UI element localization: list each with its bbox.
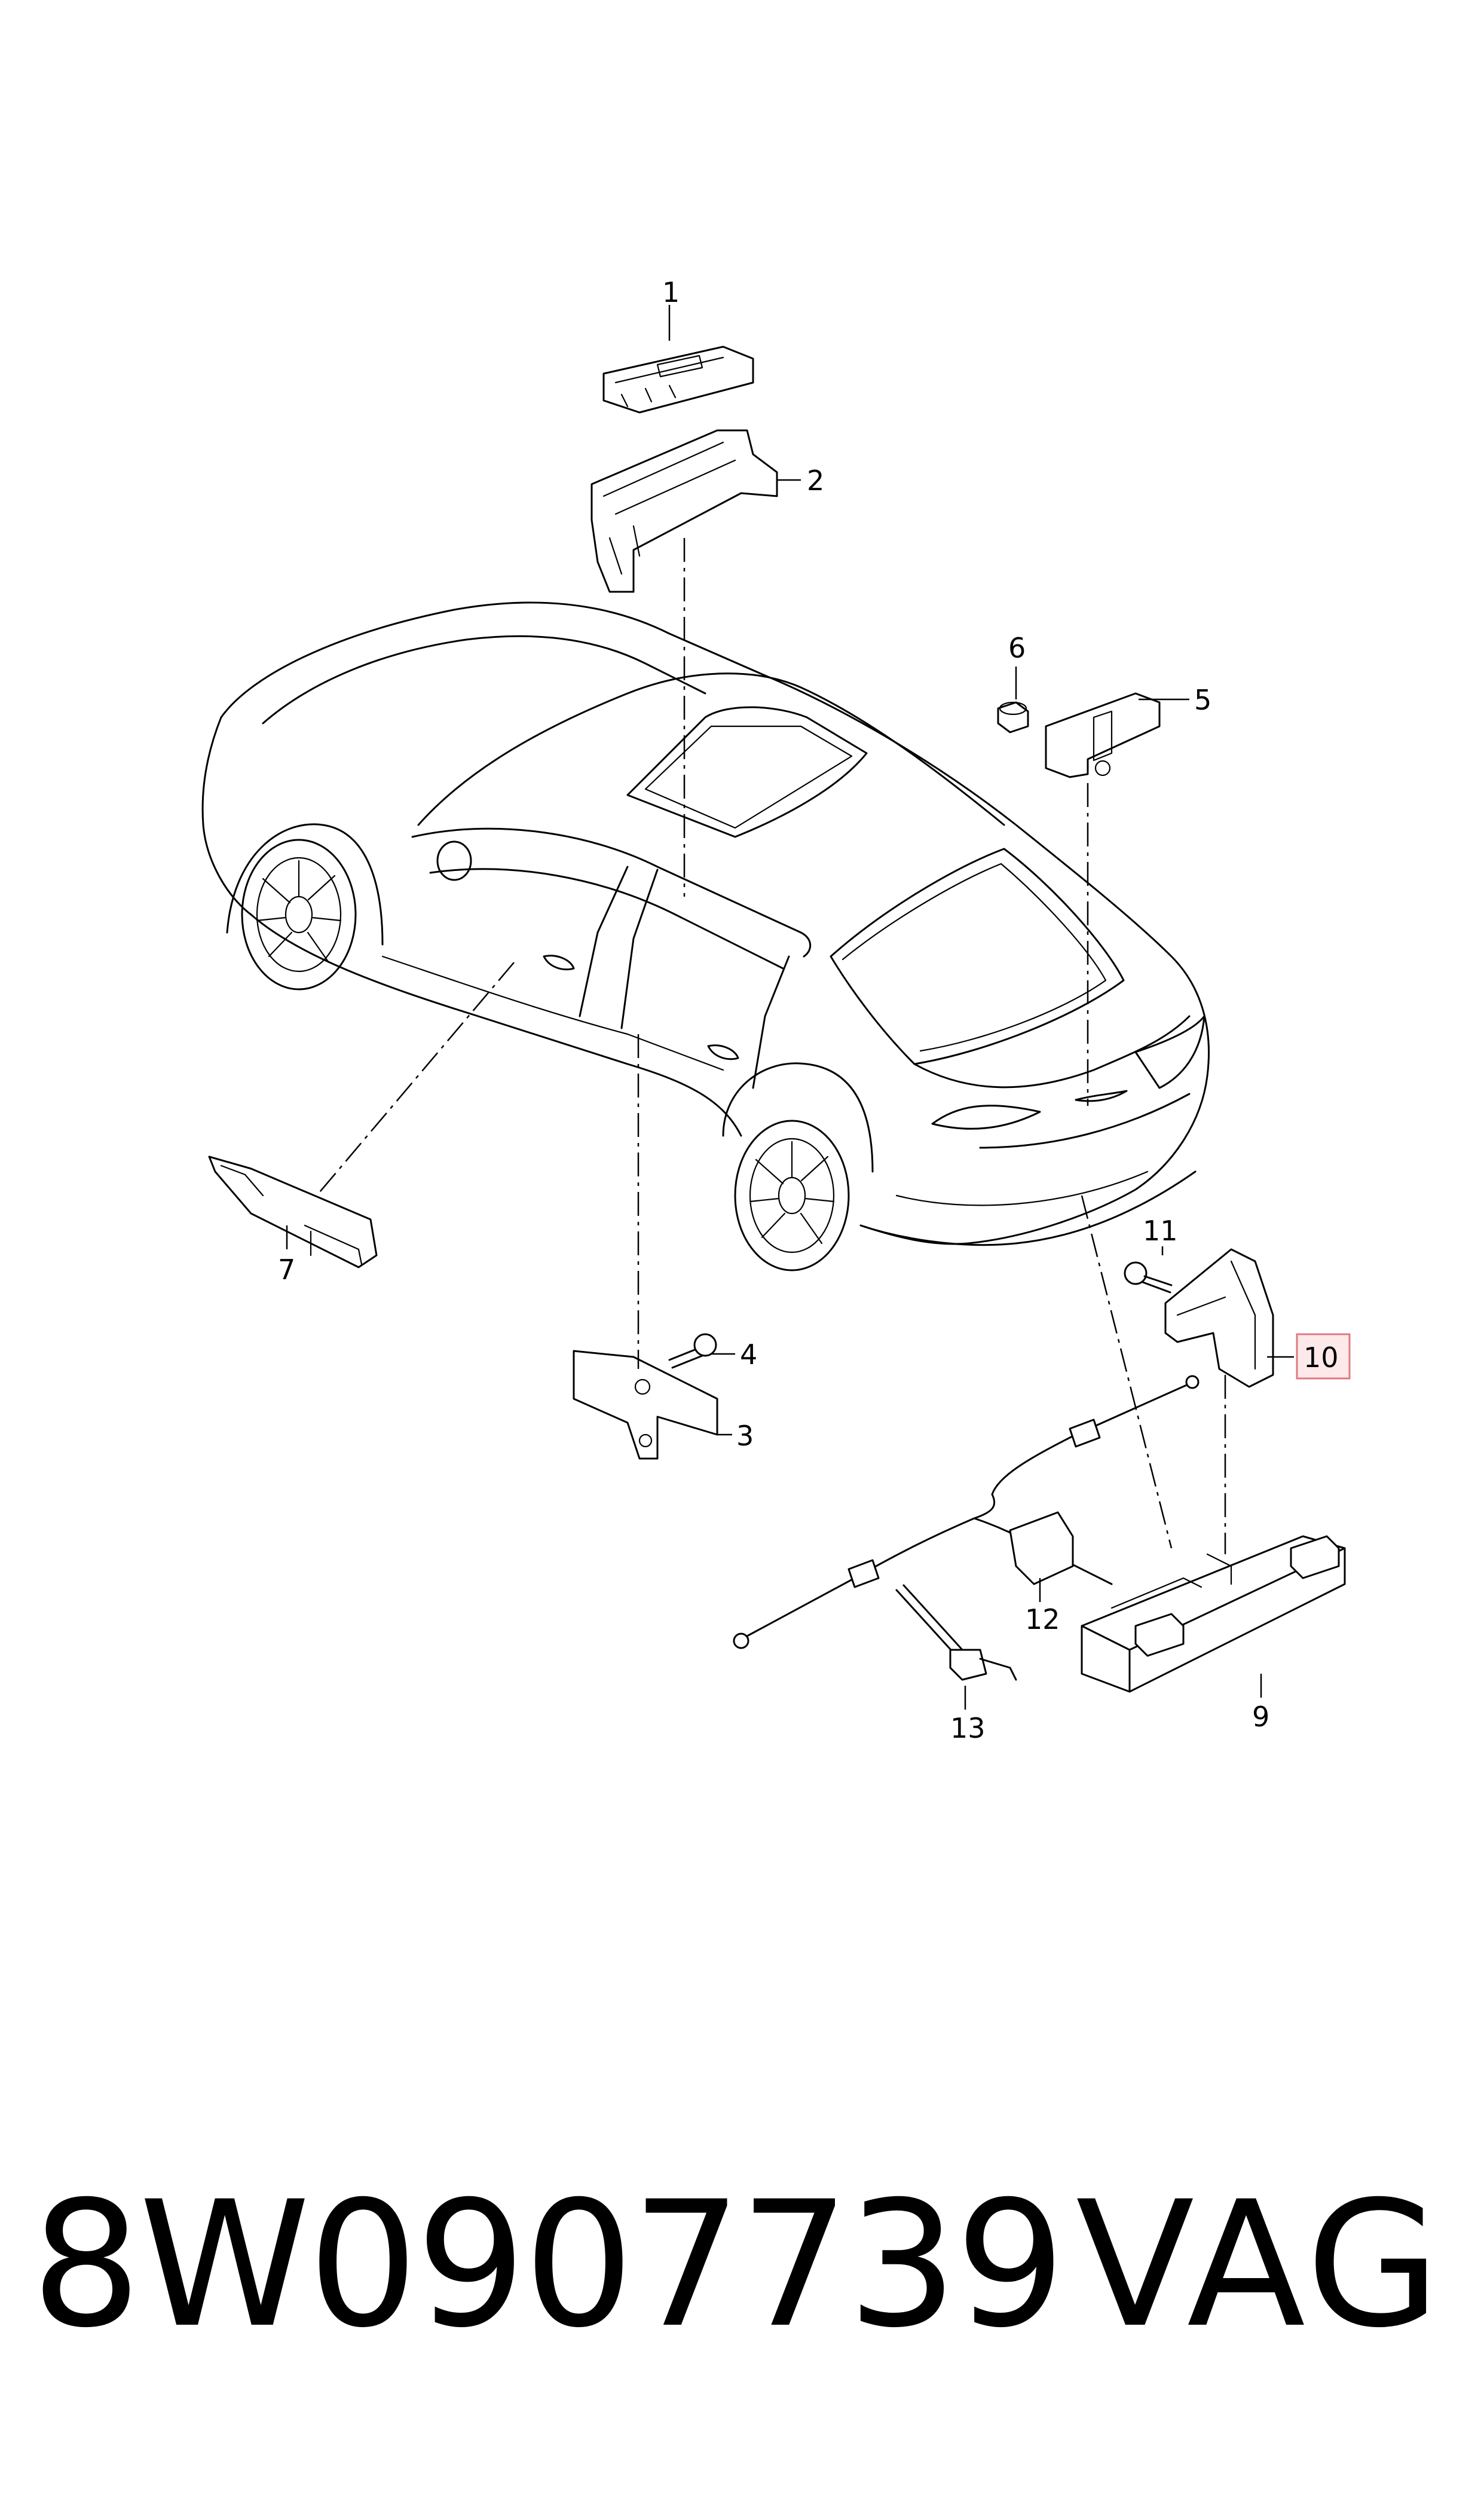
part-4-screw <box>668 1333 717 1369</box>
car-illustration <box>201 601 1210 1271</box>
callout-3: 3 <box>736 1420 754 1452</box>
callout-2: 2 <box>807 464 824 497</box>
part-10-bracket <box>1164 1248 1274 1388</box>
callout-13: 13 <box>950 1712 986 1744</box>
callout-10-highlight-box <box>1296 1333 1351 1380</box>
callout-5: 5 <box>1194 684 1211 716</box>
callout-9: 9 <box>1252 1701 1269 1733</box>
part-9-control-unit <box>1081 1535 1346 1693</box>
part-number-caption: 8W0907739 <box>31 2165 1066 2366</box>
callout-11: 11 <box>1143 1215 1178 1247</box>
callout-10: 10 <box>1304 1341 1339 1374</box>
callout-1: 1 <box>662 276 680 308</box>
part-2-bracket <box>590 429 778 593</box>
callout-12: 12 <box>1025 1603 1060 1635</box>
callout-6: 6 <box>1008 632 1026 664</box>
callout-4: 4 <box>740 1338 757 1371</box>
brand-caption: VAG <box>1076 2165 1444 2366</box>
part-12-cable-harness <box>733 1375 1200 1649</box>
part-6-nut <box>997 701 1029 733</box>
callout-7: 7 <box>278 1254 295 1286</box>
part-11-screw <box>1124 1261 1173 1294</box>
part-13-cable-tie <box>895 1584 1017 1681</box>
assembly-lines <box>316 538 1226 1554</box>
leader-lines <box>286 305 1294 1710</box>
part-1-control-module <box>602 346 754 414</box>
part-7-antenna-module <box>208 1155 378 1268</box>
callout-labels: 1 2 3 4 5 6 7 9 10 11 12 13 <box>278 276 1351 1744</box>
part-3-mounting-bracket <box>573 1350 718 1460</box>
caption-footer: 8W0907739 VAG <box>0 2152 1484 2379</box>
part-5-sensor-module <box>1045 692 1161 778</box>
